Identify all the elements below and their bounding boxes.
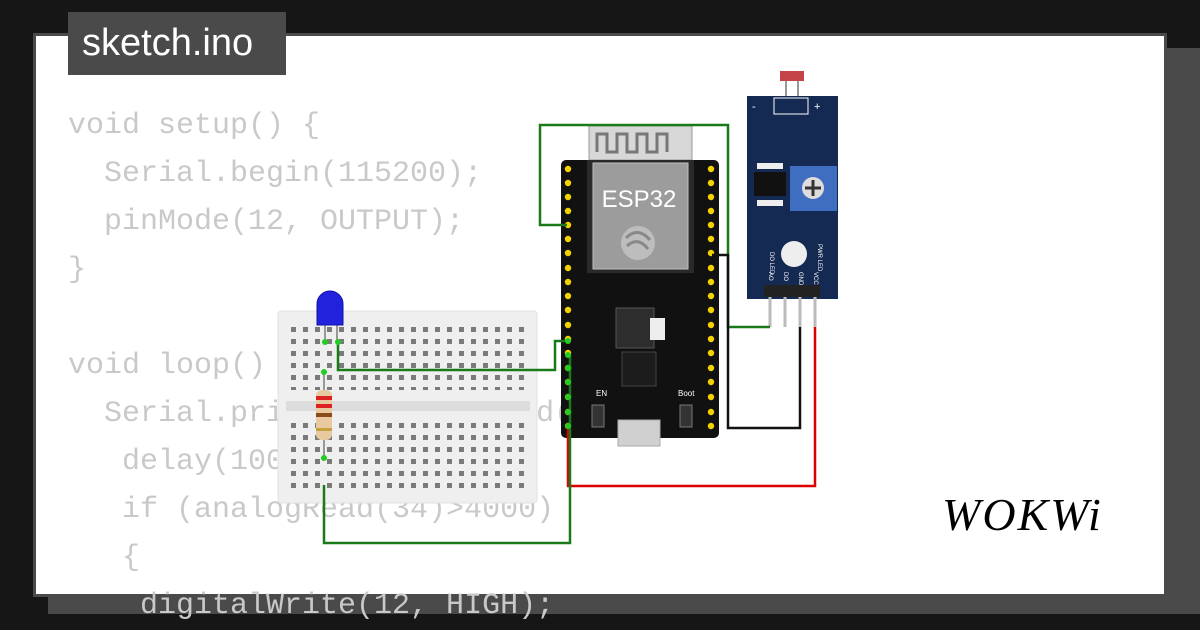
wire-black-ldr-gnd — [712, 253, 802, 430]
pin-label-ao: AO — [767, 272, 773, 281]
ldr-sensor-module[interactable]: - + DO LED PWR LED AO DO GND VCC — [747, 71, 838, 327]
resistor[interactable] — [316, 372, 332, 458]
code-line: digitalWrite(12, HIGH); — [68, 589, 555, 623]
pin-label-do: DO — [782, 272, 788, 281]
wire-green-gnd — [322, 355, 572, 545]
esp32-board[interactable]: ESP32 EN Boot — [561, 125, 719, 447]
wires — [322, 123, 817, 545]
usb-port — [617, 419, 661, 447]
breadboard[interactable] — [277, 310, 538, 504]
svg-text:-: - — [752, 101, 756, 113]
en-button-label: EN — [596, 389, 607, 398]
pin-label-gnd: GND — [797, 272, 803, 286]
code-line: void setup() { — [68, 109, 321, 143]
code-line: { — [68, 541, 141, 575]
photoresistor — [780, 71, 804, 81]
connection-points — [321, 338, 571, 461]
esp32-label: ESP32 — [602, 186, 677, 213]
code-line: Serial.begin(115200); — [68, 157, 483, 191]
do-led-label: DO LED — [768, 252, 774, 275]
pin-label-vcc: VCC — [812, 272, 818, 285]
code-line: void loop() { — [68, 349, 303, 383]
boot-button-label: Boot — [678, 389, 695, 398]
wire-green-led — [336, 339, 568, 372]
code-line: pinMode(12, OUTPUT); — [68, 205, 465, 239]
code-line: } — [68, 253, 87, 287]
pwr-led-label: PWR LED — [816, 244, 822, 272]
wire-red-ldr-vcc — [566, 327, 817, 488]
svg-text:+: + — [814, 101, 820, 113]
wokwi-logo: WOKWi — [942, 489, 1103, 540]
filename-tab[interactable]: sketch.ino — [68, 12, 286, 75]
wire-green-ldr-ao — [538, 123, 770, 329]
